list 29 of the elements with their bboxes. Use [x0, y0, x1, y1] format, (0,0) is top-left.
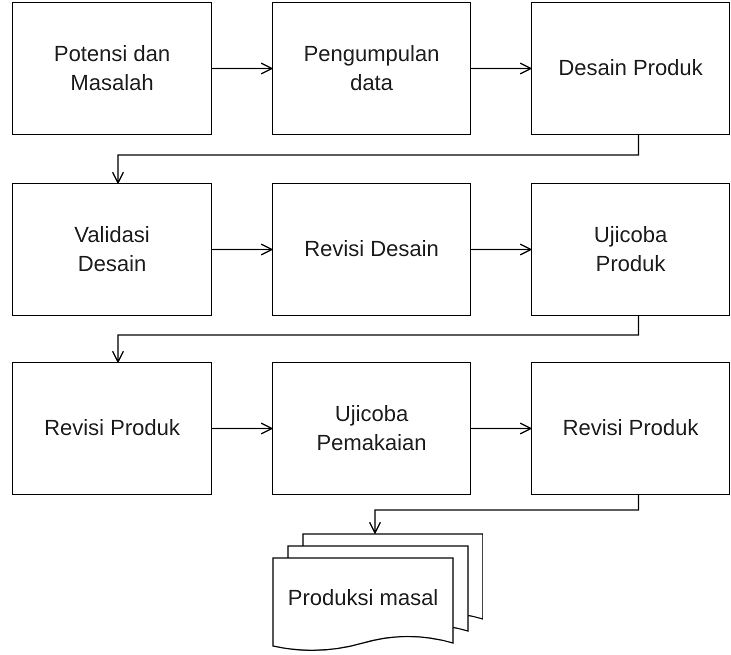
arrow [212, 422, 273, 435]
arrow [212, 62, 273, 75]
arrow [112, 316, 640, 363]
arrow [212, 243, 273, 256]
arrow [471, 62, 532, 75]
arrow [112, 135, 640, 184]
process-box [531, 362, 730, 495]
multi-document-shape [272, 533, 483, 654]
process-box [272, 183, 471, 316]
step-label: Ujicoba Pemakaian [315, 400, 428, 456]
process-box [12, 362, 212, 495]
process-box [272, 2, 471, 135]
arrow [471, 422, 532, 435]
process-box [12, 2, 212, 135]
step-label: Pengumpulan data [302, 40, 440, 96]
process-box [12, 183, 212, 316]
step-label: Revisi Produk [44, 414, 180, 442]
step-label: Revisi Desain [304, 235, 439, 264]
step-label: Desain Produk [558, 54, 703, 82]
process-box [272, 362, 471, 495]
step-label: Ujicoba Produk [592, 220, 668, 278]
arrow [368, 495, 640, 534]
process-box [531, 2, 730, 135]
arrow [471, 243, 532, 256]
step-label: Potensi dan Masalah [52, 40, 172, 96]
step-label: Validasi Desain [73, 220, 151, 278]
process-box [531, 183, 730, 316]
step-label: Produksi masal [288, 584, 438, 612]
step-label: Revisi Produk [562, 414, 698, 442]
